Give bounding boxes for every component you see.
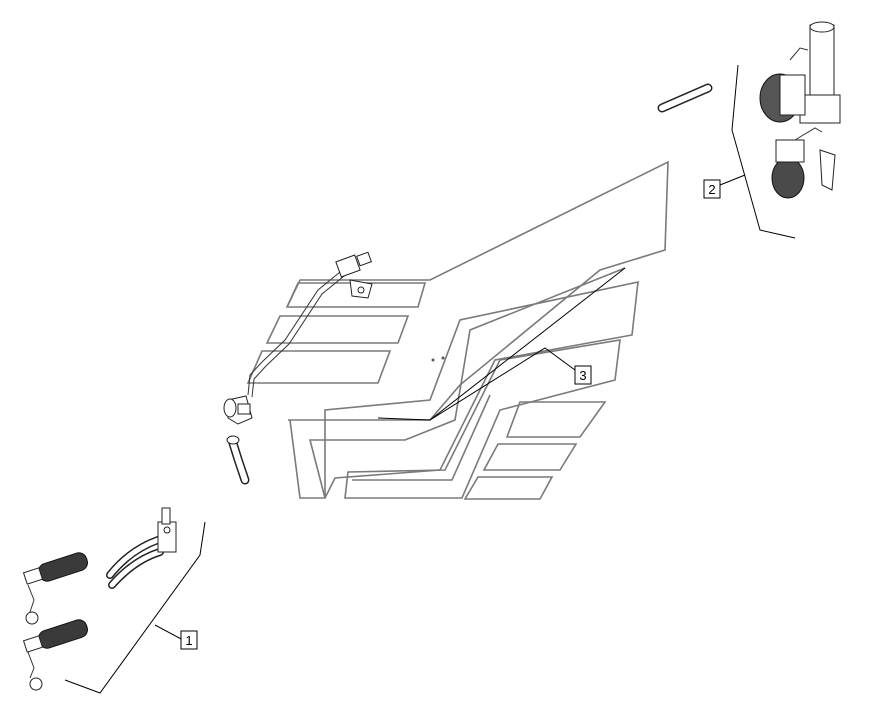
callout-1-label: 1 <box>185 633 192 648</box>
leader-1-tick <box>154 624 184 641</box>
tractor-panel-outline <box>246 160 669 500</box>
panel-chevron-3 <box>344 339 621 499</box>
hydraulic-coupler-icon <box>22 552 88 625</box>
panel-mark <box>431 358 435 362</box>
panel-chevron-4 <box>352 394 491 481</box>
hydraulic-hose-icon <box>106 536 164 589</box>
panel-chevron-1 <box>289 267 626 499</box>
pipe-line <box>247 267 346 396</box>
callout-2: 2 <box>703 179 721 199</box>
panel-chevron-2 <box>324 280 639 499</box>
stripe-3 <box>246 350 392 384</box>
pipe-assembly <box>223 251 626 485</box>
elbow-fitting-icon <box>223 395 253 425</box>
leader-2 <box>731 64 796 239</box>
callout-1: 1 <box>180 630 198 650</box>
panel-mark <box>441 356 445 360</box>
pipe-line-parallel <box>251 271 350 398</box>
hydraulic-coupler-icon <box>22 619 88 691</box>
stripe-4 <box>505 401 607 438</box>
callout-3-label: 3 <box>579 368 586 383</box>
leader-2-tick <box>719 174 746 186</box>
coupler-assembly <box>22 507 206 694</box>
cylinder-valve-assembly-icon <box>657 21 841 239</box>
callout-2-label: 2 <box>708 182 715 197</box>
stripe-6 <box>463 476 554 500</box>
stripe-2 <box>265 315 410 344</box>
leader-3 <box>377 347 576 421</box>
leader-3b <box>429 267 626 421</box>
hydraulic-hose-icon <box>657 83 713 113</box>
hydraulic-hose-icon <box>226 435 250 485</box>
manifold-block-icon <box>157 507 177 553</box>
pipe-clamp-icon <box>335 251 373 299</box>
panel-chevron-outer <box>287 160 669 421</box>
leader-1 <box>64 521 206 694</box>
callout-3: 3 <box>574 365 592 385</box>
stripe-1 <box>285 282 427 308</box>
stripe-5 <box>482 443 578 471</box>
